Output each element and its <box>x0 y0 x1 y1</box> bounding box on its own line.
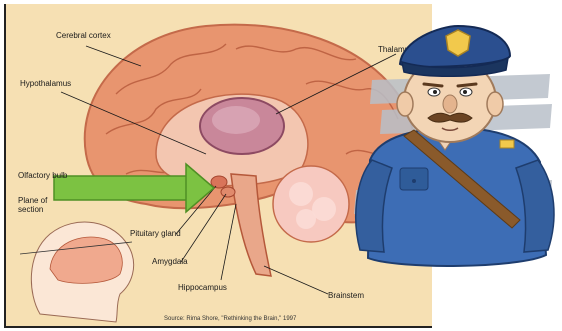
uniform-body <box>368 128 546 266</box>
